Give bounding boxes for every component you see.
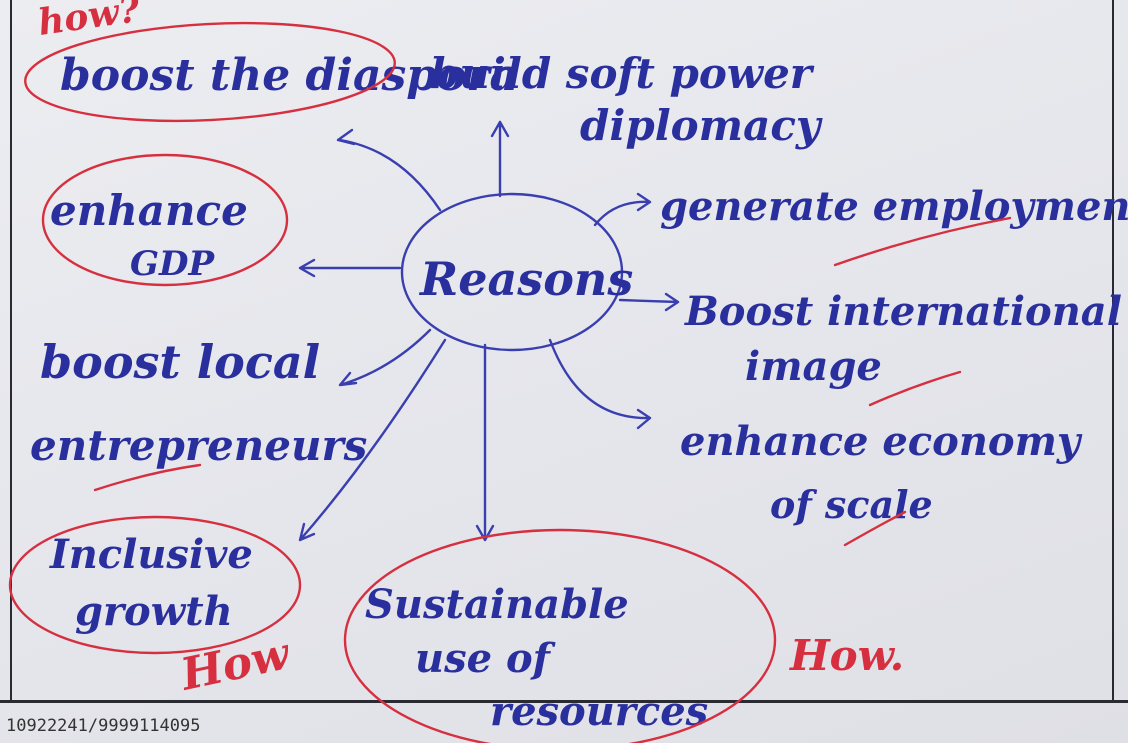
- red-underline-employment: [833, 216, 1012, 267]
- branch-diaspora: boost the diaspora: [60, 50, 518, 101]
- branch-gdp: GDP: [130, 244, 216, 284]
- red-underline-image: [868, 370, 962, 407]
- arrow-gdp: [298, 258, 402, 278]
- annotation-how-top: how?: [35, 0, 143, 44]
- branch-entrepreneurs: entrepreneurs: [30, 421, 367, 470]
- branch-diplomacy: diplomacy: [580, 101, 823, 150]
- red-underline-entrepreneurs: [93, 463, 202, 492]
- branch-use-of: use of: [415, 635, 556, 682]
- red-circle-diaspora: [24, 21, 396, 123]
- sheet-id-number: 10922241/9999114095: [6, 716, 201, 736]
- center-label: Reasons: [418, 252, 633, 306]
- arrow-diaspora: [338, 138, 442, 212]
- branch-economy: enhance economy: [680, 418, 1083, 465]
- branch-resources: resources: [490, 688, 708, 735]
- left-margin-line: [10, 0, 12, 700]
- branch-growth: growth: [75, 588, 233, 635]
- arrow-resources: [475, 343, 495, 542]
- arrow-employment: [593, 192, 652, 227]
- arrow-entrepreneurs: [338, 328, 432, 387]
- arrowhead: [336, 128, 356, 146]
- branch-employment: generate employment: [660, 183, 1128, 230]
- annotation-how-growth: How: [175, 628, 296, 701]
- branch-local: boost local: [40, 335, 320, 389]
- arrow-growth: [298, 338, 447, 542]
- branch-intl: Boost international: [684, 288, 1122, 335]
- red-circle-resources: [343, 528, 777, 743]
- right-margin-line: [1112, 0, 1114, 700]
- branch-enhance: enhance: [50, 186, 248, 235]
- red-circle-growth: [8, 515, 302, 655]
- branch-image: image: [745, 343, 882, 390]
- center-node: [400, 192, 624, 352]
- bottom-border-line: [0, 700, 1128, 703]
- annotation-how-right: How.: [789, 631, 904, 680]
- branch-inclusive: Inclusive: [49, 531, 253, 578]
- arrow-image: [618, 292, 680, 312]
- arrow-soft-power: [490, 120, 510, 198]
- branch-scale: of scale: [770, 482, 933, 527]
- branch-soft-power: build soft power: [430, 49, 815, 98]
- arrow-economy: [548, 338, 652, 430]
- red-underline-scale: [843, 510, 907, 547]
- red-circle-gdp: [41, 153, 289, 287]
- branch-sustainable: Sustainable: [365, 581, 629, 628]
